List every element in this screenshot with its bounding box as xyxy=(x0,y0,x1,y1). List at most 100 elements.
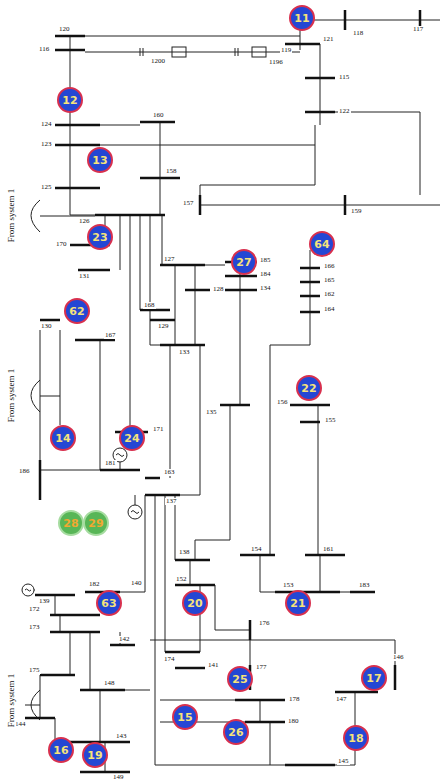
bus-callout-circle: 16 xyxy=(48,737,74,763)
bus-bars xyxy=(25,10,420,772)
bus-number: 128 xyxy=(212,286,225,293)
callout-number: 20 xyxy=(187,598,202,609)
bus-number: 143 xyxy=(115,733,128,740)
bus-number: 148 xyxy=(103,680,116,687)
bus-number: 145 xyxy=(337,758,350,765)
bus-callout-circle: 17 xyxy=(361,665,387,691)
callout-number: 22 xyxy=(301,383,316,394)
bus-number: 182 xyxy=(88,581,101,588)
callout-number: 24 xyxy=(124,433,139,444)
bus-number: 117 xyxy=(412,26,424,33)
bus-number: 137 xyxy=(165,498,178,505)
bus-number: 149 xyxy=(112,774,125,781)
callout-number: 13 xyxy=(92,155,107,166)
bus-number: 127 xyxy=(163,256,176,263)
bus-number: 135 xyxy=(205,409,218,416)
bus-callout-circle: 62 xyxy=(64,298,90,324)
bus-number: 171 xyxy=(152,426,165,433)
bus-callout-circle: 28 xyxy=(58,510,84,536)
bus-number: 121 xyxy=(322,36,335,43)
callout-number: 12 xyxy=(62,95,77,106)
callout-number: 21 xyxy=(290,598,305,609)
source-label: From system 1 xyxy=(7,187,16,243)
bus-number: 186 xyxy=(18,468,31,475)
callout-number: 14 xyxy=(55,433,70,444)
callout-number: 23 xyxy=(92,232,107,243)
bus-number: 124 xyxy=(40,121,53,128)
bus-number: 177 xyxy=(255,664,268,671)
bus-number: 168 xyxy=(143,302,156,309)
bus-number: 141 xyxy=(207,662,220,669)
bus-number: 181 xyxy=(104,460,117,467)
bus-callout-circle: 15 xyxy=(172,704,198,730)
bus-number: 120 xyxy=(58,26,71,33)
callout-number: 16 xyxy=(53,745,68,756)
bus-number: 129 xyxy=(157,323,170,330)
transmission-lines xyxy=(22,12,440,772)
bus-number: 184 xyxy=(259,271,272,278)
bus-callout-circle: 19 xyxy=(82,742,108,768)
bus-callout-circle: 29 xyxy=(83,510,109,536)
bus-callout-circle: 26 xyxy=(223,719,249,745)
callout-number: 25 xyxy=(232,674,247,685)
bus-number: 146 xyxy=(392,654,405,661)
callout-number: 63 xyxy=(101,598,116,609)
bus-number: 125 xyxy=(40,184,53,191)
bus-callout-circle: 63 xyxy=(96,590,122,616)
source-label: From system 1 xyxy=(7,672,16,728)
callout-number: 64 xyxy=(314,239,329,250)
bus-number: 178 xyxy=(288,696,301,703)
bus-number: 147 xyxy=(335,696,348,703)
bus-number: 116 xyxy=(38,46,50,53)
bus-number: 173 xyxy=(28,624,41,631)
callout-number: 62 xyxy=(69,306,84,317)
bus-number: 118 xyxy=(352,30,364,37)
bus-number: 142 xyxy=(118,636,131,643)
bus-number: 138 xyxy=(178,549,191,556)
bus-callout-circle: 11 xyxy=(289,5,315,31)
bus-number: 166 xyxy=(323,263,336,270)
bus-callout-circle: 12 xyxy=(57,87,83,113)
bus-callout-circle: 22 xyxy=(296,375,322,401)
source-label: From system 1 xyxy=(7,367,16,423)
bus-callout-circle: 27 xyxy=(231,249,257,275)
bus-number: 133 xyxy=(178,349,191,356)
bus-number: 126 xyxy=(78,218,91,225)
callout-number: 19 xyxy=(87,750,102,761)
bus-number: 119 xyxy=(280,47,292,54)
bus-number: 154 xyxy=(250,546,263,553)
callout-number: 17 xyxy=(366,673,381,684)
bus-number: 160 xyxy=(152,112,165,119)
bus-number: 123 xyxy=(40,141,53,148)
callout-number: 28 xyxy=(63,518,78,529)
bus-callout-circle: 64 xyxy=(309,231,335,257)
bus-number: 122 xyxy=(338,108,351,115)
bus-number: 180 xyxy=(287,718,300,725)
callout-number: 29 xyxy=(88,518,103,529)
bus-callout-circle: 13 xyxy=(87,147,113,173)
bus-number: 185 xyxy=(259,257,272,264)
bus-number: 130 xyxy=(40,323,53,330)
callout-number: 26 xyxy=(228,727,243,738)
bus-number: 164 xyxy=(323,306,336,313)
bus-number: 170 xyxy=(55,241,68,248)
bus-callout-circle: 24 xyxy=(119,425,145,451)
bus-number: 140 xyxy=(130,580,143,587)
bus-number: 174 xyxy=(163,656,176,663)
bus-number: 153 xyxy=(282,582,295,589)
callout-number: 18 xyxy=(348,733,363,744)
callout-number: 27 xyxy=(236,257,251,268)
bus-number: 131 xyxy=(78,273,91,280)
bus-number: 157 xyxy=(182,200,195,207)
bus-number: 156 xyxy=(276,399,289,406)
bus-number: 134 xyxy=(259,285,272,292)
bus-number: 158 xyxy=(165,168,178,175)
bus-number: 1196 xyxy=(268,59,284,66)
bus-number: 1200 xyxy=(150,58,166,65)
bus-number: 152 xyxy=(175,576,188,583)
bus-number: 175 xyxy=(28,667,41,674)
bus-number: 161 xyxy=(322,546,335,553)
callout-number: 15 xyxy=(177,712,192,723)
bus-number: 163 xyxy=(163,469,176,476)
bus-number: 162 xyxy=(323,291,336,298)
